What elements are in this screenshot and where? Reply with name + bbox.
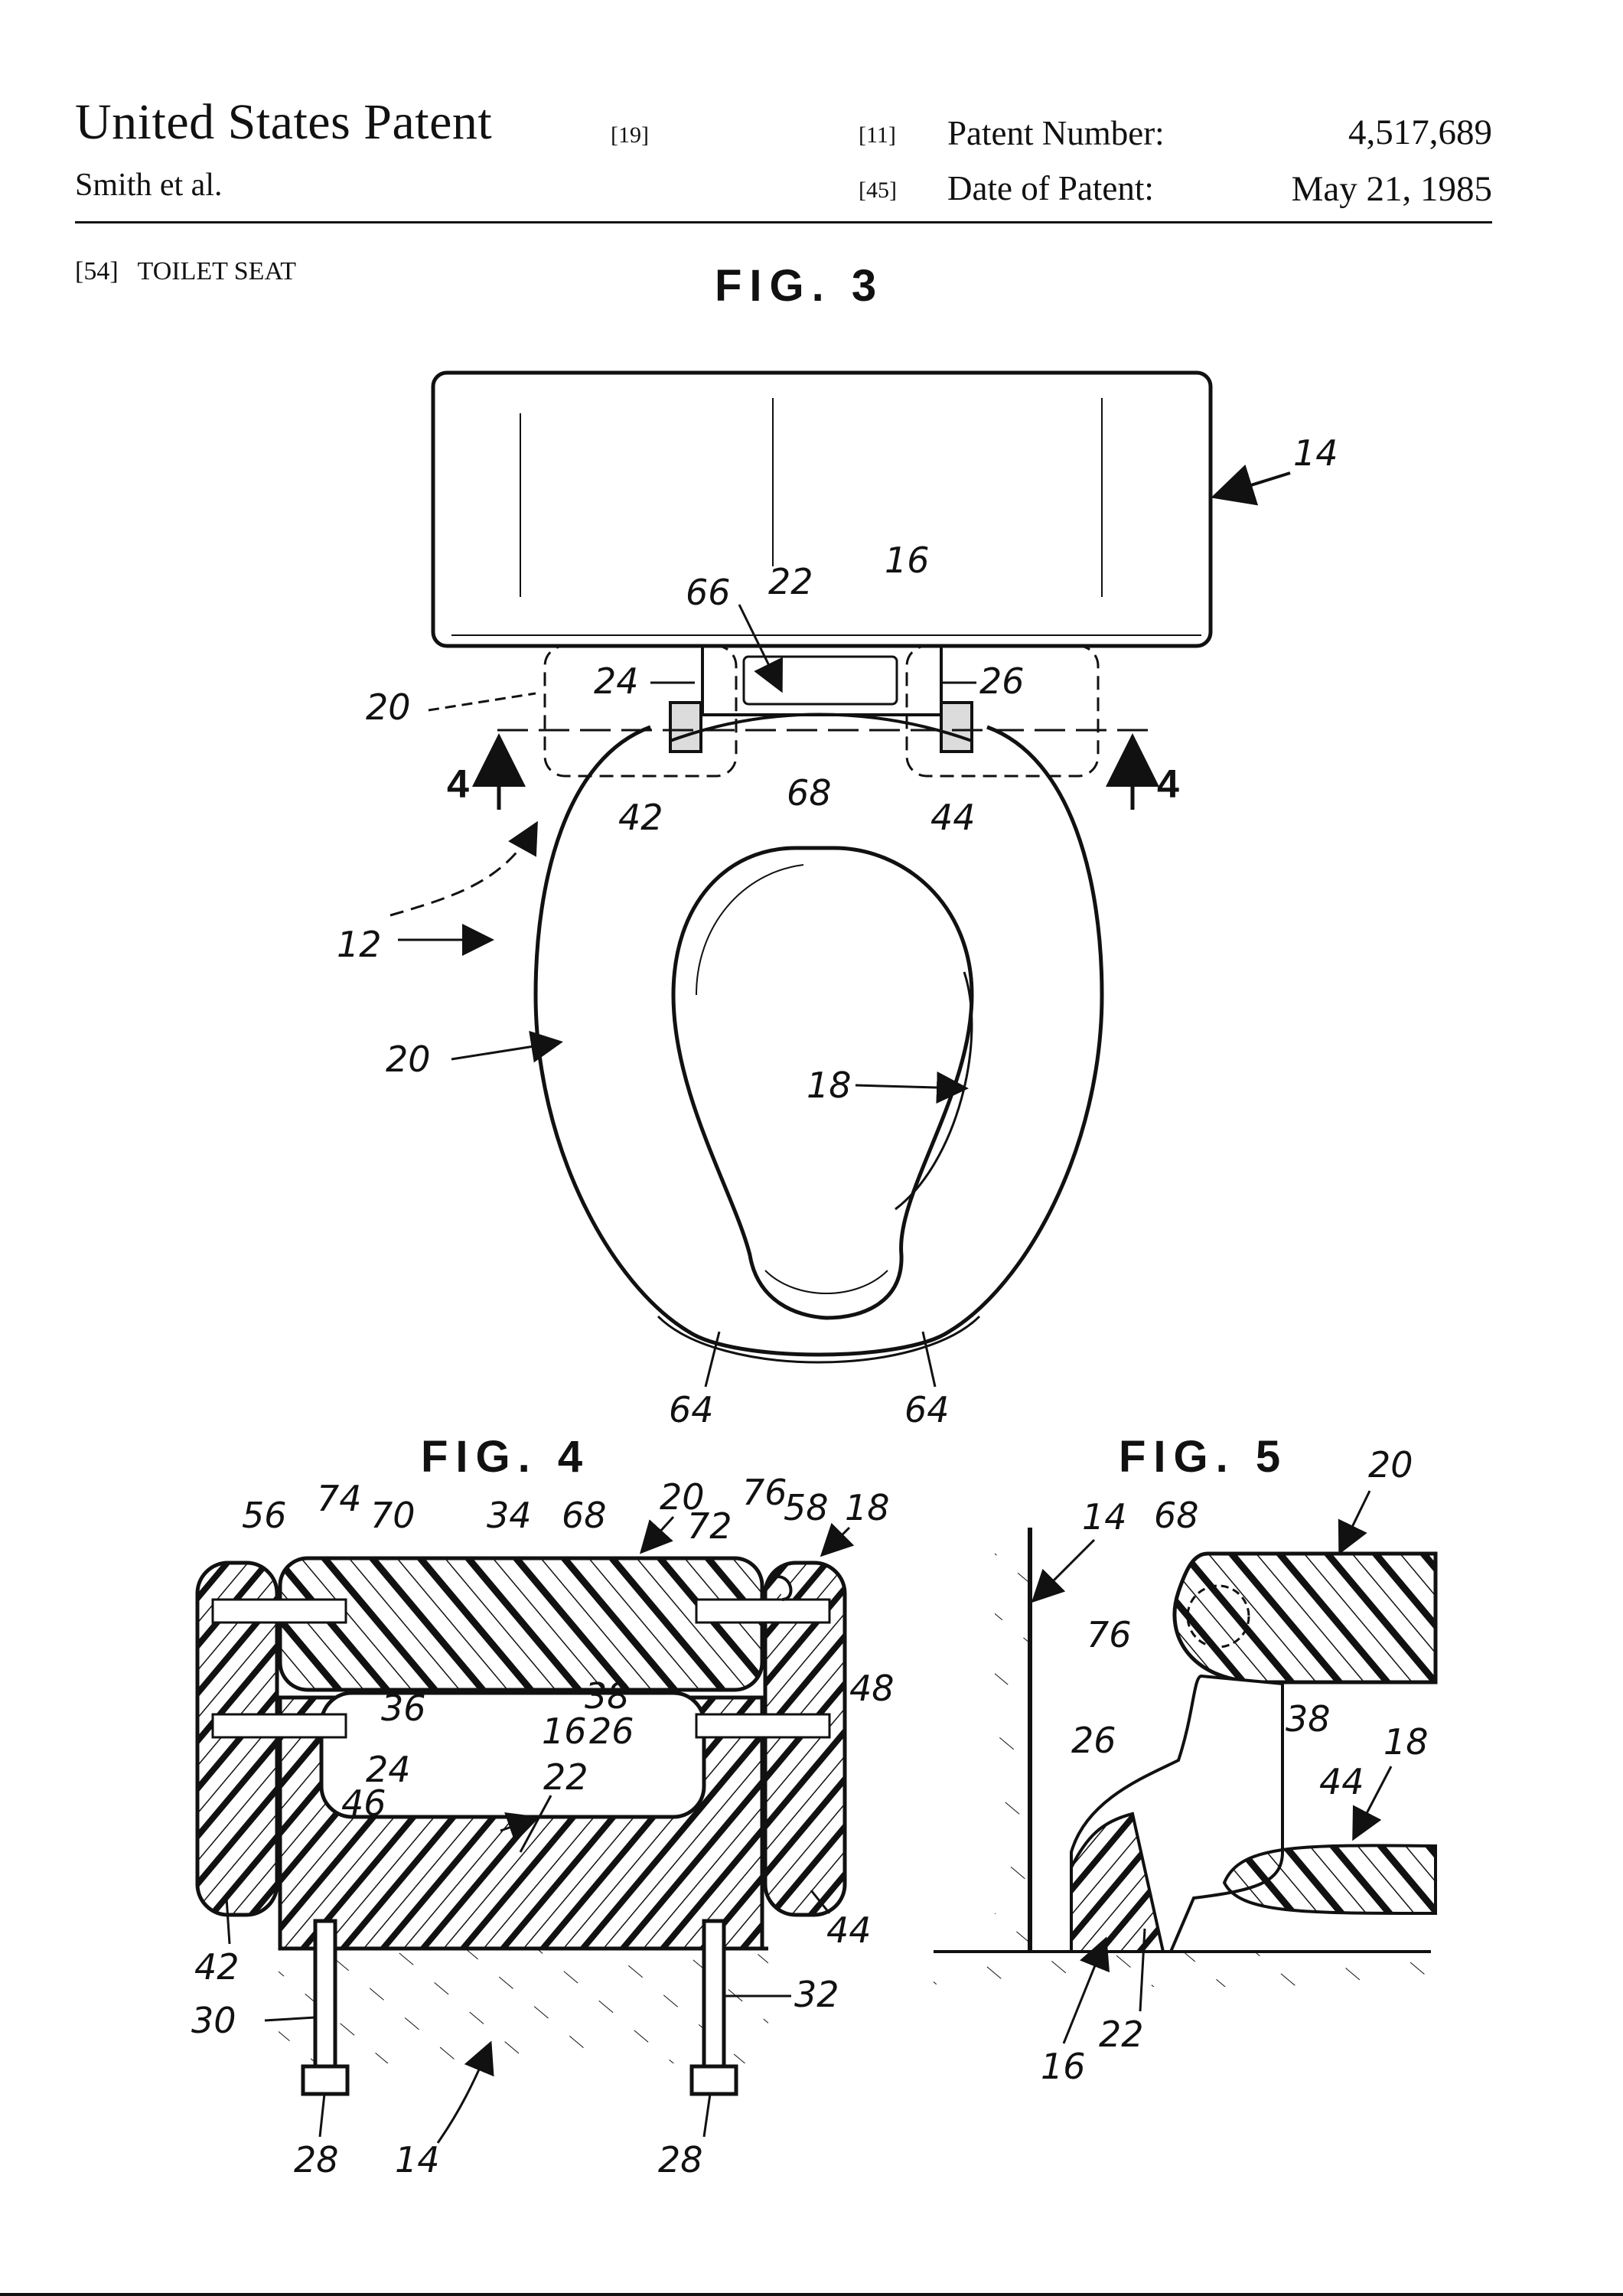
fig5-refs: 14 68 20 76 38 26 18 44 16 22: [1031, 1444, 1429, 2087]
fig3-ref: 22: [768, 561, 813, 602]
date-label: Date of Patent:: [947, 169, 1154, 207]
fig4-ref: 74: [317, 1478, 362, 1519]
fig4-ref: 58: [784, 1487, 829, 1528]
invention-title: [54] TOILET SEAT: [75, 257, 296, 286]
fig4-ref: 36: [381, 1688, 426, 1729]
fig4-ref: 26: [589, 1711, 634, 1752]
title-code: [19]: [611, 122, 649, 148]
invention-title-text: TOILET SEAT: [137, 257, 296, 285]
fig3-ref: 14: [1293, 432, 1338, 474]
fig4-ref: 30: [191, 2000, 236, 2041]
fig4-ref: 72: [687, 1505, 732, 1547]
fig3-refs: 14 16 22 66 24 26 20 42 68 44 12 20 18 6…: [337, 432, 1338, 1430]
fig3-drawing: [431, 370, 1213, 1364]
fig4-ref: 16: [542, 1711, 587, 1752]
fig3-ref: 20: [386, 1039, 431, 1080]
fig5-label: FIG. 5: [1119, 1432, 1289, 1482]
patent-number-label: Patent Number:: [947, 114, 1165, 152]
fig3-ref: 64: [669, 1389, 714, 1430]
fig3-ref: 26: [979, 660, 1025, 702]
fig4-ref: 32: [794, 1974, 839, 2015]
fig4-ref: 24: [366, 1749, 411, 1790]
fig4-ref: 68: [562, 1495, 607, 1536]
section-mark: 4: [447, 762, 469, 807]
fig4-ref: 44: [826, 1910, 872, 1951]
fig3-ref: 42: [618, 797, 663, 838]
header-rule: [75, 221, 1492, 223]
fig4-ref: 46: [341, 1782, 386, 1824]
fig4-ref: 20: [660, 1476, 705, 1518]
bottom-rule: [0, 2293, 1623, 2296]
fig5-ref: 26: [1071, 1720, 1116, 1761]
fig5-drawing: [934, 1528, 1438, 1987]
fig4-ref: 28: [294, 2139, 339, 2180]
fig5-ref: 20: [1368, 1444, 1413, 1486]
fig4-drawing: [195, 1556, 847, 2096]
fig3-ref: 68: [787, 772, 832, 814]
fig4-ref: 22: [543, 1756, 588, 1798]
fig5-ref: 18: [1383, 1721, 1429, 1763]
fig5-ref: 14: [1082, 1496, 1127, 1538]
fig3-label: FIG. 3: [715, 261, 885, 311]
fig5-ref: 38: [1286, 1698, 1331, 1740]
fig5-ref: 22: [1099, 2014, 1144, 2055]
fig3-ref: 12: [337, 924, 382, 965]
fig4-ref: 28: [658, 2139, 703, 2180]
fig3-ref: 66: [686, 572, 731, 613]
fig4-ref: 76: [742, 1472, 787, 1513]
patent-number: 4,517,689: [1348, 113, 1492, 152]
fig4-ref: 14: [395, 2139, 440, 2180]
patent-title: United States Patent: [75, 94, 493, 150]
fig4-ref: 70: [370, 1495, 416, 1536]
fig3-ref: 24: [594, 660, 639, 702]
fig3-ref: 64: [904, 1389, 950, 1430]
fig5-ref: 76: [1087, 1614, 1132, 1655]
fig3-ref: 16: [885, 540, 930, 581]
fig4-ref: 48: [849, 1668, 895, 1709]
invention-code: [54]: [75, 257, 119, 285]
patent-number-code: [11]: [859, 122, 896, 148]
fig4-label: FIG. 4: [421, 1432, 591, 1482]
fig3-ref: 20: [366, 687, 411, 728]
fig3-ref: 18: [807, 1065, 852, 1106]
date-code: [45]: [859, 178, 897, 203]
fig5-ref: 16: [1041, 2046, 1086, 2087]
fig4-ref: 56: [242, 1495, 287, 1536]
fig4-refs: 56 74 70 34 68 20 72 76 58 18 36 38 48 1…: [191, 1472, 895, 2180]
fig3-ref: 44: [930, 797, 976, 838]
fig5-ref: 44: [1319, 1761, 1364, 1802]
fig4-ref: 38: [585, 1675, 630, 1717]
section-mark: 4: [1157, 762, 1179, 807]
patent-date: May 21, 1985: [1291, 169, 1492, 209]
tank-outline: [431, 370, 1213, 648]
patent-authors: Smith et al.: [75, 168, 223, 203]
fig5-ref: 68: [1154, 1495, 1199, 1536]
fig4-ref: 34: [487, 1495, 532, 1536]
fig4-ref: 18: [845, 1487, 890, 1528]
fig4-ref: 42: [194, 1946, 240, 1988]
